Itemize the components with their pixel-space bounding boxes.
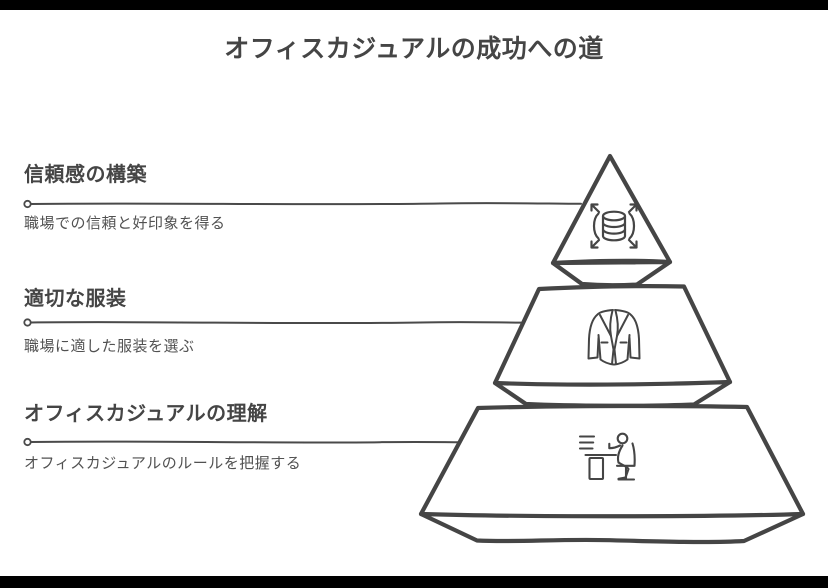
connector-line-3: [23, 437, 461, 447]
level-3-description: オフィスカジュアルのルールを把握する: [24, 455, 302, 472]
top-letterbox-bar: [0, 0, 828, 10]
level-1-heading: 信頼感の構築: [24, 164, 147, 186]
level-2-description: 職場に適した服装を選ぶ: [24, 338, 195, 355]
database-expand-icon: [590, 203, 638, 249]
pyramid-level-3-shape: [418, 403, 806, 545]
level-2-heading: 適切な服装: [24, 288, 127, 310]
connector-line-1: [23, 199, 582, 209]
connector-line-2: [23, 318, 522, 327]
level-1-description: 職場での信頼と好印象を得る: [24, 215, 226, 232]
diagram-title: オフィスカジュアルの成功への道: [224, 35, 604, 63]
suit-jacket-icon: [587, 309, 641, 366]
person-at-desk-icon: [578, 432, 636, 481]
pyramid-level-2-shape: [492, 284, 733, 408]
bottom-letterbox-bar: [0, 576, 828, 588]
level-3-heading: オフィスカジュアルの理解: [24, 403, 268, 425]
pyramid-level-1-shape: [550, 153, 673, 288]
